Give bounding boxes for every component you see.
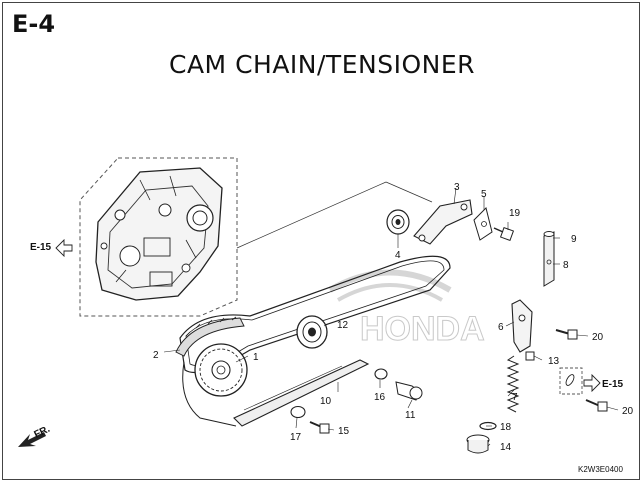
callout-19: 19: [509, 208, 521, 219]
front-arrow-label: FR.: [32, 424, 51, 441]
callout-3: 3: [454, 182, 460, 193]
callout-18: 18: [500, 422, 512, 433]
page-border: [2, 2, 640, 480]
tensioner-plate[interactable]: [473, 207, 493, 241]
arrow-right-icon: [583, 373, 601, 393]
gasket-outline: [559, 367, 583, 395]
callout-4: 4: [395, 250, 401, 261]
watermark-text: HONDA: [360, 310, 485, 348]
flange-bolt-20-upper[interactable]: [555, 329, 578, 340]
arrow-left-icon: [55, 238, 73, 258]
front-arrow-icon: [18, 432, 46, 447]
callout-11: 11: [405, 410, 416, 421]
callout-8: 8: [563, 260, 569, 271]
honda-watermark: HONDA: [328, 269, 485, 349]
callout-labels: 1 2 3 4 5 6 7 8 9 10 11 12 13 14 15 16 1…: [153, 182, 634, 453]
cross-ref-right-label: E-15: [602, 379, 624, 390]
flange-bolt-20-lower[interactable]: [585, 399, 608, 412]
catalog-number: K2W3E0400: [578, 465, 623, 474]
callout-14: 14: [500, 442, 512, 453]
callout-10: 10: [320, 396, 332, 407]
callout-6: 6: [498, 322, 504, 333]
tensioner-arm[interactable]: [413, 199, 473, 245]
cross-ref-right[interactable]: E-15: [583, 373, 624, 393]
callout-15: 15: [338, 426, 350, 437]
sealing-plug[interactable]: [466, 434, 490, 454]
callout-13: 13: [548, 356, 560, 367]
page-title: CAM CHAIN/TENSIONER: [169, 50, 475, 79]
tensioner-roller[interactable]: [296, 315, 328, 349]
callout-7: 7: [512, 392, 518, 403]
tensioner-arm-roller[interactable]: [386, 209, 410, 235]
tensioner-body[interactable]: [511, 299, 533, 353]
callout-2: 2: [153, 350, 159, 361]
flange-bolt-19[interactable]: [493, 226, 515, 242]
callout-17: 17: [290, 432, 302, 443]
callout-1: 1: [253, 352, 259, 363]
washer-16[interactable]: [374, 368, 388, 380]
cam-sprocket[interactable]: [194, 343, 248, 397]
cam-chain-guide[interactable]: [233, 359, 370, 427]
crankcase-assembly[interactable]: [79, 157, 238, 317]
callout-12: 12: [337, 320, 349, 331]
callout-20-lower: 20: [622, 406, 634, 417]
flange-bolt-13[interactable]: [525, 351, 535, 361]
pivot-bolt[interactable]: [395, 381, 423, 401]
callout-16: 16: [374, 392, 386, 403]
callout-5: 5: [481, 189, 487, 200]
cross-ref-left[interactable]: E-15: [30, 238, 73, 258]
leader-lines: [163, 187, 619, 447]
flange-bolt-15[interactable]: [309, 421, 330, 434]
front-direction-indicator: FR.: [18, 424, 52, 447]
tensioner-spring[interactable]: [506, 355, 520, 413]
tensioner-lifter[interactable]: [543, 231, 555, 287]
chain-link-band[interactable]: [175, 316, 245, 357]
o-ring[interactable]: [479, 421, 497, 431]
washer-17[interactable]: [290, 405, 306, 419]
section-code: E-4: [12, 10, 56, 38]
cross-ref-left-label: E-15: [30, 242, 52, 253]
callout-20-upper: 20: [592, 332, 604, 343]
callout-9: 9: [571, 234, 577, 245]
